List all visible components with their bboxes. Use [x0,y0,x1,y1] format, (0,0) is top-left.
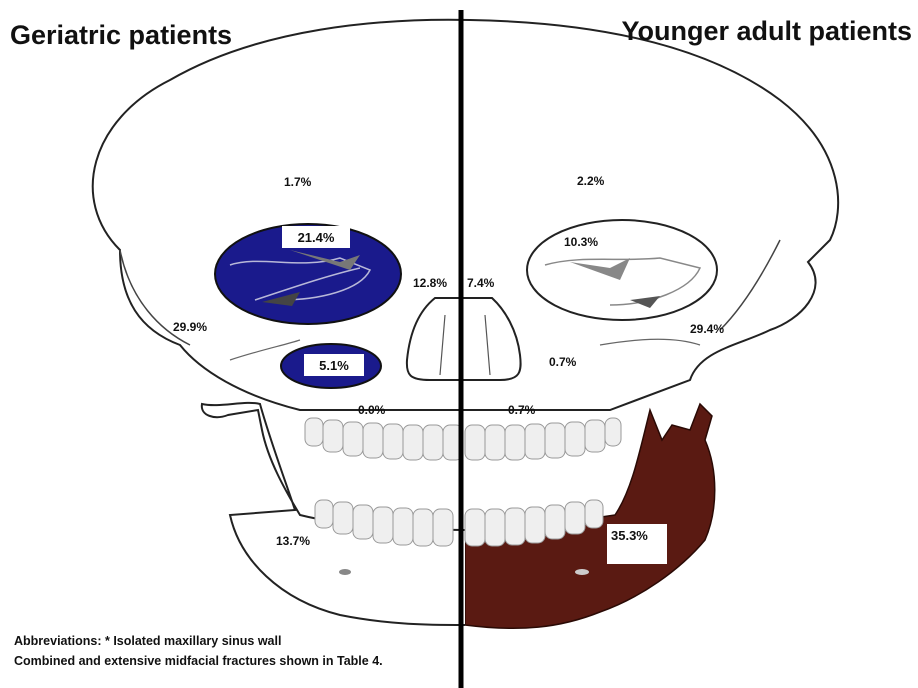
footnote-abbreviations: Abbreviations: * Isolated maxillary sinu… [14,634,281,648]
footnote-combined: Combined and extensive midfacial fractur… [14,654,383,668]
nasal-aperture [407,298,521,380]
label-right-maxilla: 0.7% [508,403,535,417]
label-left-mandible: 13.7% [276,534,310,548]
label-right-zygoma: 29.4% [690,322,724,336]
label-left-maxilla: 0.0% [358,403,385,417]
label-left-naso-orbital: 12.8% [413,276,447,290]
label-right-naso-orbital: 7.4% [467,276,494,290]
label-left-maxillary-sinus: 5.1% [304,354,364,376]
label-right-orbit: 10.3% [564,235,598,249]
label-left-zygoma: 29.9% [173,320,207,334]
label-right-maxillary-sinus: 0.7% [549,355,576,369]
label-right-mandible: 35.3% [607,524,667,564]
heading-geriatric: Geriatric patients [10,20,232,51]
label-right-frontal: 2.2% [577,174,604,188]
heading-younger-adult: Younger adult patients [621,16,912,47]
label-left-orbit: 21.4% [282,226,350,248]
label-left-frontal: 1.7% [284,175,311,189]
